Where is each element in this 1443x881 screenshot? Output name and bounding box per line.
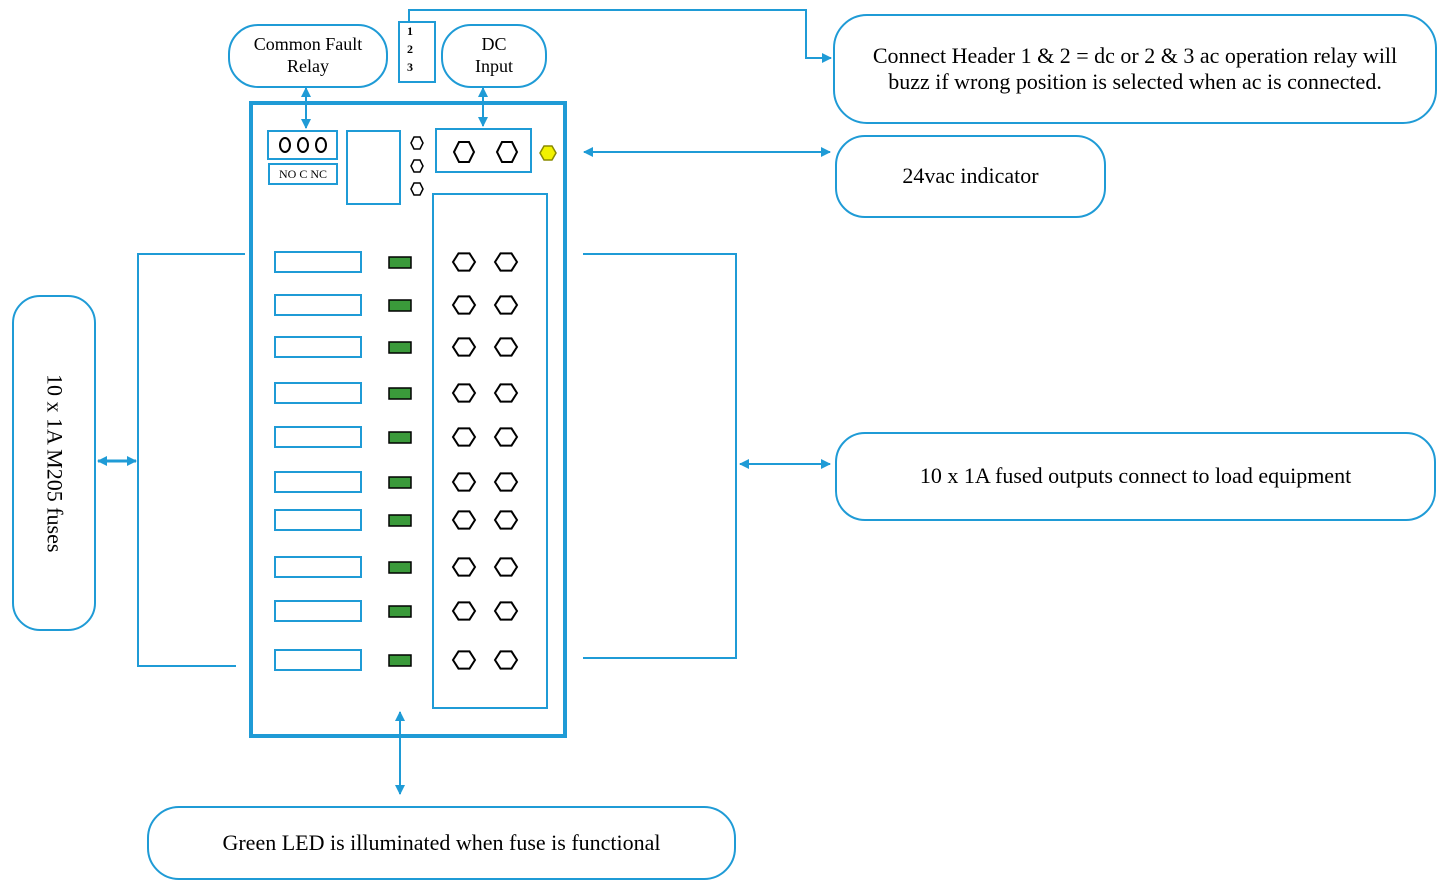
output-terminal-3-2 (493, 337, 519, 357)
status-led-10 (388, 654, 412, 667)
fuse-holder-4 (274, 382, 362, 404)
callout-header-note: Connect Header 1 & 2 = dc or 2 & 3 ac op… (833, 14, 1437, 124)
output-terminal-8-1 (451, 557, 477, 577)
status-led-2 (388, 299, 412, 312)
dc-input-terminal-block (435, 128, 532, 173)
status-led-5 (388, 431, 412, 444)
callout-green-led: Green LED is illuminated when fuse is fu… (147, 806, 736, 880)
output-terminal-5-1 (451, 427, 477, 447)
fuse-holder-1 (274, 251, 362, 273)
output-terminal-3-1 (451, 337, 477, 357)
status-led-4 (388, 387, 412, 400)
output-terminal-7-2 (493, 510, 519, 530)
output-terminal-1-2 (493, 252, 519, 272)
callout-fused-outputs: 10 x 1A fused outputs connect to load eq… (835, 432, 1436, 521)
callout-green-led-text: Green LED is illuminated when fuse is fu… (222, 829, 661, 855)
status-led-9 (388, 605, 412, 618)
fuse-holder-3 (274, 336, 362, 358)
output-terminal-2-1 (451, 295, 477, 315)
callout-dc-input-text: DC Input (475, 34, 513, 76)
callout-common-fault-relay-text: Common Fault Relay (253, 34, 363, 76)
fuse-holder-7 (274, 509, 362, 531)
callout-24vac-indicator-text: 24vac indicator (902, 163, 1039, 189)
status-led-1 (388, 256, 412, 269)
channel-rows (274, 251, 519, 671)
fuse-holder-9 (274, 600, 362, 622)
callout-header-note-text: Connect Header 1 & 2 = dc or 2 & 3 ac op… (872, 42, 1398, 94)
header-jumper-pins (410, 136, 424, 196)
header-pin-box (398, 21, 436, 83)
relay-terminal-label: NO C NC (278, 166, 327, 181)
output-terminal-9-1 (451, 601, 477, 621)
callout-24vac-indicator: 24vac indicator (835, 135, 1106, 218)
header-pin-2: 2 (407, 42, 413, 56)
fuse-holder-6 (274, 471, 362, 493)
output-terminal-4-2 (493, 383, 519, 403)
output-terminal-10-1 (451, 650, 477, 670)
header-pin-1: 1 (407, 24, 413, 38)
relay-terminal-label-box (268, 163, 338, 185)
status-led-6 (388, 476, 412, 489)
callout-fused-outputs-text: 10 x 1A fused outputs connect to load eq… (919, 463, 1352, 489)
dc-input-screws (452, 141, 519, 163)
arrow-header-note (408, 9, 832, 63)
output-terminal-6-2 (493, 472, 519, 492)
status-led-8 (388, 561, 412, 574)
indicator-24vac-led (539, 145, 557, 161)
output-terminal-10-2 (493, 650, 519, 670)
output-terminal-6-1 (451, 472, 477, 492)
left-bracket (137, 253, 245, 667)
header-pin-numbers: 1 2 3 (399, 22, 435, 82)
right-bracket (583, 253, 737, 659)
output-terminal-panel (432, 193, 548, 709)
header-pin-3: 3 (407, 60, 413, 74)
output-terminal-5-2 (493, 427, 519, 447)
pcb-board-outline (249, 101, 567, 738)
callout-fuses-text: 10 x 1A M205 fuses (42, 373, 68, 553)
output-terminal-7-1 (451, 510, 477, 530)
relay-terminal-block (267, 130, 338, 160)
output-terminal-9-2 (493, 601, 519, 621)
status-led-7 (388, 514, 412, 527)
output-terminal-8-2 (493, 557, 519, 577)
fuse-holder-10 (274, 649, 362, 671)
output-terminal-1-1 (451, 252, 477, 272)
callout-common-fault-relay: Common Fault Relay (228, 24, 388, 88)
fuse-holder-2 (274, 294, 362, 316)
status-led-3 (388, 341, 412, 354)
output-terminal-2-2 (493, 295, 519, 315)
output-terminal-4-1 (451, 383, 477, 403)
fuse-holder-5 (274, 426, 362, 448)
callout-dc-input: DC Input (441, 24, 547, 88)
callout-fuses: 10 x 1A M205 fuses (12, 295, 96, 631)
fuse-holder-8 (274, 556, 362, 578)
relay-terminal-screws (279, 137, 327, 153)
relay-body (346, 130, 401, 205)
